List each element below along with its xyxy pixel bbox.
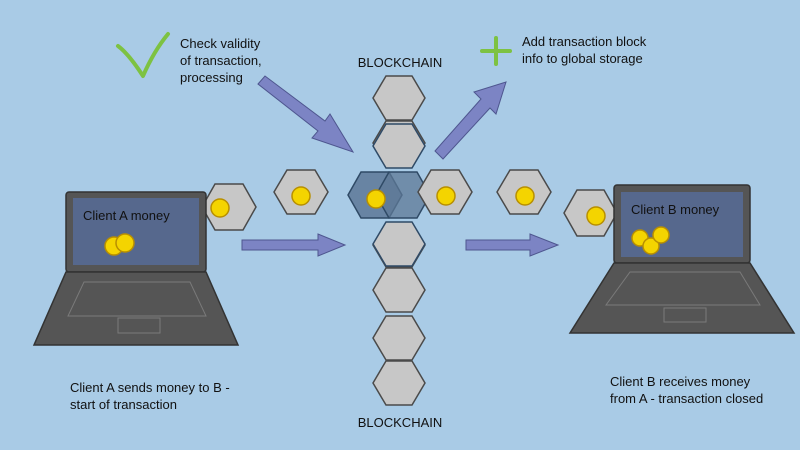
touchpad	[663, 307, 707, 323]
arrow-down-right-icon	[257, 75, 355, 153]
coin	[642, 237, 660, 255]
coin	[436, 186, 456, 206]
laptop-base	[568, 262, 796, 334]
blockchain-bottom-label: BLOCKCHAIN	[358, 415, 443, 430]
laptop-screen	[73, 198, 199, 265]
central-processing-blocks	[347, 123, 431, 267]
coin	[291, 186, 311, 206]
client-a-caption-line2: start of transaction	[70, 397, 177, 412]
laptop-client-b	[568, 184, 796, 334]
touchpad	[117, 317, 161, 334]
arrows	[241, 75, 560, 257]
laptop-base	[32, 271, 240, 346]
check-step-line2: of transaction,	[180, 53, 262, 68]
check-step-line3: processing	[180, 70, 243, 85]
add-step-line1: Add transaction block	[522, 34, 647, 49]
check-step-line1: Check validity	[180, 36, 261, 51]
arrow-right-icon	[465, 233, 560, 257]
client-b-caption-line2: from A - transaction closed	[610, 391, 763, 406]
add-step-line2: info to global storage	[522, 51, 643, 66]
processing-block	[372, 221, 426, 267]
arrow-right-icon	[241, 233, 347, 257]
processing-coin	[366, 189, 386, 209]
coin	[515, 186, 535, 206]
processing-block	[372, 123, 426, 169]
client-a-screen-text: Client A money	[83, 208, 170, 223]
coin	[652, 226, 670, 244]
client-b-caption-line1: Client B receives money	[610, 374, 751, 389]
keyboard	[605, 271, 761, 306]
plus-icon	[480, 36, 512, 66]
chain-block	[372, 360, 426, 406]
chain-block	[372, 75, 426, 121]
coin	[115, 233, 135, 253]
laptop-client-a	[32, 191, 240, 346]
transaction-coins	[210, 186, 606, 226]
arrow-up-right-icon	[434, 81, 507, 160]
chain-block	[372, 315, 426, 361]
keyboard	[67, 281, 207, 317]
coin	[586, 206, 606, 226]
blockchain-top-label: BLOCKCHAIN	[358, 55, 443, 70]
client-a-caption-line1: Client A sends money to B -	[70, 380, 230, 395]
chain-block	[372, 267, 426, 313]
client-b-screen-text: Client B money	[631, 202, 720, 217]
coin	[210, 198, 230, 218]
checkmark-icon	[116, 32, 170, 78]
